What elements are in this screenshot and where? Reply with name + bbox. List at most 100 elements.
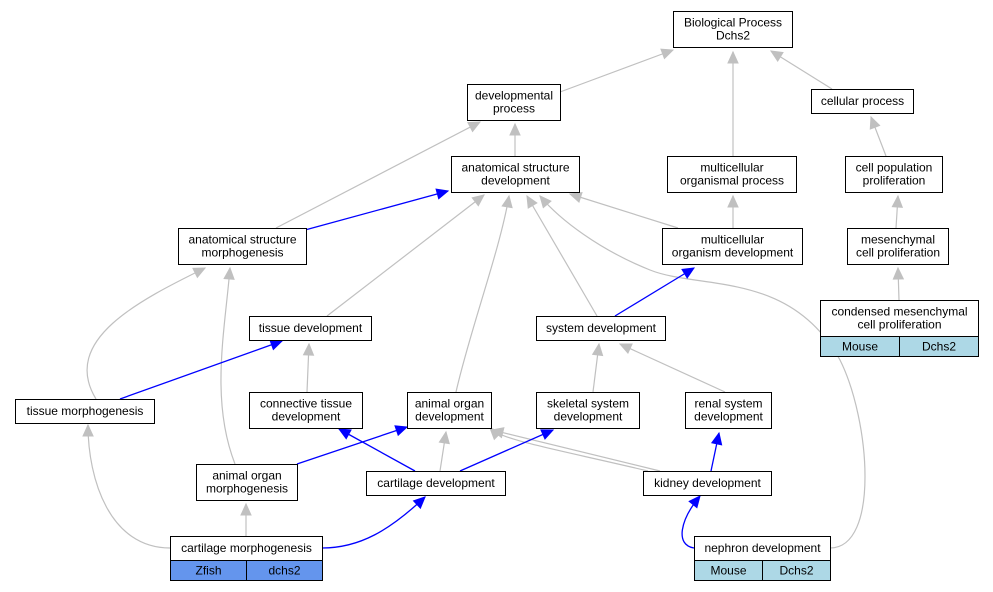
edge-arrowhead (891, 194, 904, 208)
node-label-line: system development (546, 321, 657, 335)
node-box (15, 399, 155, 424)
node-tissue-morphogenesis[interactable]: tissue morphogenesis (15, 399, 155, 424)
edge-tissue-development-to-anatomical-structure-development (326, 194, 485, 317)
node-box (811, 89, 914, 114)
node-label-line: cell proliferation (857, 318, 941, 332)
node-label-line: cartilage morphogenesis (181, 541, 312, 555)
edge-line (86, 267, 206, 400)
edge-arrowhead (192, 267, 207, 279)
gene-label: dchs2 (268, 564, 300, 578)
node-label-line: proliferation (863, 174, 926, 188)
gene-cell (762, 560, 831, 581)
edge-line (619, 343, 726, 393)
edge-cartilage-development-to-skeletal-system-development (459, 429, 555, 472)
edge-cartilage-development-to-connective-tissue-development (337, 428, 416, 472)
edge-arrowhead (501, 194, 513, 209)
node-label-line: development (481, 174, 550, 188)
node-system-development[interactable]: system development (536, 316, 666, 341)
node-label-line: process (493, 102, 535, 116)
edge-cellular-process-to-biological-process (769, 50, 833, 90)
edge-line (569, 193, 679, 229)
node-box (667, 156, 797, 193)
edge-animal-organ-morphogenesis-to-animal-organ-development (296, 425, 409, 465)
edge-arrowhead (681, 267, 696, 279)
edge-arrowhead (471, 194, 485, 207)
node-kidney-development[interactable]: kidney development (643, 471, 772, 496)
node-cartilage-development[interactable]: cartilage development (366, 471, 506, 496)
edge-skeletal-system-development-to-system-development (591, 342, 604, 393)
edge-line (539, 195, 866, 549)
edge-cartilage-morphogenesis-to-tissue-morphogenesis (82, 423, 171, 549)
node-label-line: connective tissue (260, 397, 352, 411)
edge-arrowhead (435, 188, 450, 200)
edge-line (87, 424, 171, 549)
node-label-line: cartilage development (377, 476, 495, 490)
edge-nephron-development-to-anatomical-structure-development (539, 195, 866, 549)
edge-line (491, 429, 661, 472)
edge-line (459, 429, 554, 472)
edge-line (220, 267, 236, 465)
edge-arrowhead (509, 122, 521, 136)
edge-arrowhead (82, 423, 94, 437)
species-label: Mouse (842, 340, 878, 354)
node-box (178, 228, 307, 265)
edge-arrowhead (727, 50, 739, 64)
node-box (536, 316, 666, 341)
edge-arrowhead (526, 194, 538, 209)
node-cellular-process[interactable]: cellular process (811, 89, 914, 114)
node-label-line: animal organ (212, 469, 281, 483)
edge-mesenchymal-cell-proliferation-to-cell-population-proliferation (891, 194, 904, 229)
node-label-line: skeletal system (547, 397, 629, 411)
species-label: Mouse (710, 564, 746, 578)
node-label-line: tissue development (259, 321, 363, 335)
edge-line (614, 267, 695, 317)
node-tissue-development[interactable]: tissue development (249, 316, 372, 341)
node-label-line: mesenchymal (861, 233, 935, 247)
gene-cell (899, 336, 979, 357)
edge-multicellular-organism-development-to-multicellular-organismal-process (727, 194, 739, 228)
species-label: Zfish (195, 564, 221, 578)
edge-line (275, 121, 481, 229)
node-box (196, 464, 298, 501)
edge-nephron-development-to-kidney-development (681, 495, 701, 549)
edge-multicellular-organism-development-to-anatomical-structure-development (568, 191, 679, 229)
node-label-line: anatomical structure (461, 161, 569, 175)
edge-line (321, 496, 426, 549)
edge-arrowhead (269, 339, 284, 351)
gene-cell (246, 560, 323, 581)
edge-kidney-development-to-renal-system-development (710, 431, 723, 472)
node-label-line: anatomical structure (188, 233, 296, 247)
edge-kidney-development-to-animal-organ-development (490, 427, 661, 472)
edge-arrowhead (467, 121, 482, 133)
node-label-line: organismal process (680, 174, 784, 188)
node-box (847, 228, 949, 265)
edge-system-development-to-multicellular-organism-development (614, 267, 696, 317)
edge-line (338, 428, 416, 472)
node-label-line: multicellular (701, 233, 764, 247)
edge-tissue-morphogenesis-to-tissue-development (119, 339, 284, 400)
edge-arrowhead (240, 502, 252, 516)
edge-cartilage-development-to-animal-organ-development (438, 430, 450, 472)
edge-line (770, 50, 833, 90)
edge-arrowhead (769, 50, 784, 62)
node-label-line: development (415, 410, 484, 424)
node-label-line: cellular process (821, 94, 904, 108)
node-box (407, 392, 492, 429)
